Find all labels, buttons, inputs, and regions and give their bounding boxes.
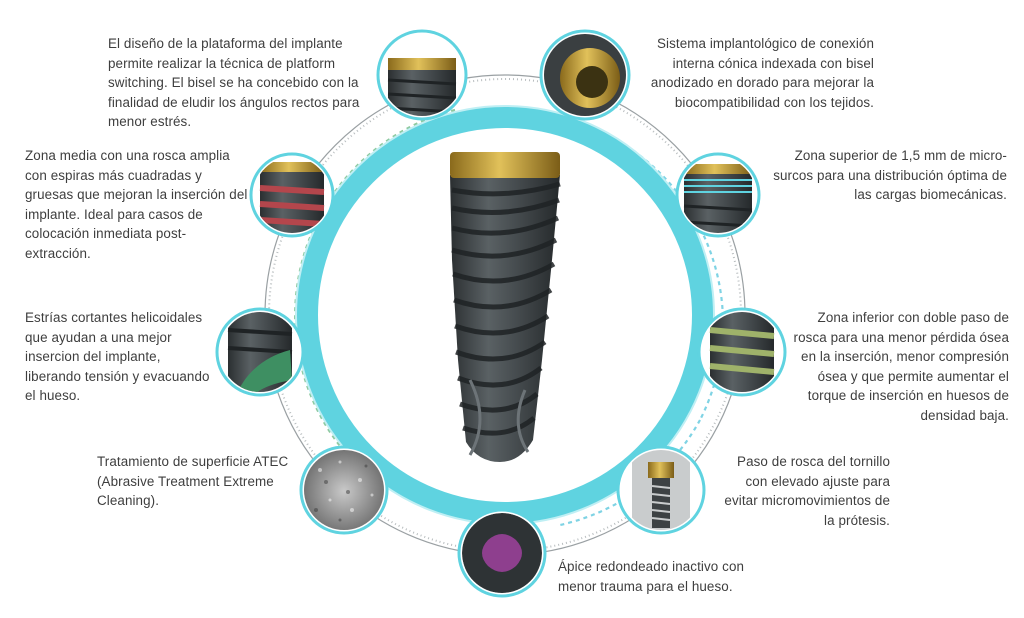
screw-thread-text: Paso de rosca del tornillo con elevado a… bbox=[724, 454, 890, 528]
platform-switching-text: El diseño de la plataforma del implante … bbox=[108, 36, 360, 129]
micro-grooves-icon bbox=[675, 152, 761, 238]
apex-icon bbox=[457, 508, 547, 598]
middle-zone-text: Zona media con una rosca amplia con espi… bbox=[25, 148, 248, 261]
prosthesis-screw-icon bbox=[616, 445, 706, 535]
surface-texture-icon bbox=[299, 445, 389, 535]
implant-illustration bbox=[450, 152, 561, 462]
lower-zone-text: Zona inferior con doble paso de rosca pa… bbox=[793, 310, 1009, 423]
cutting-flutes-icon bbox=[215, 307, 305, 397]
upper-zone-text: Zona superior de 1,5 mm de micro-surcos … bbox=[773, 148, 1007, 202]
apex-text: Ápice redondeado inactivo con menor trau… bbox=[558, 559, 745, 594]
conical-connection-text: Sistema implantológico de conexión inter… bbox=[650, 36, 874, 110]
conical-connection-icon bbox=[539, 29, 631, 121]
platform-detail-icon bbox=[376, 29, 468, 121]
surface-treatment-text: Tratamiento de superficie ATEC (Abrasive… bbox=[97, 454, 289, 508]
double-thread-icon bbox=[697, 307, 787, 397]
middle-thread-icon bbox=[249, 152, 335, 238]
cutting-flutes-text: Estrías cortantes helicoidales que ayuda… bbox=[25, 310, 210, 403]
